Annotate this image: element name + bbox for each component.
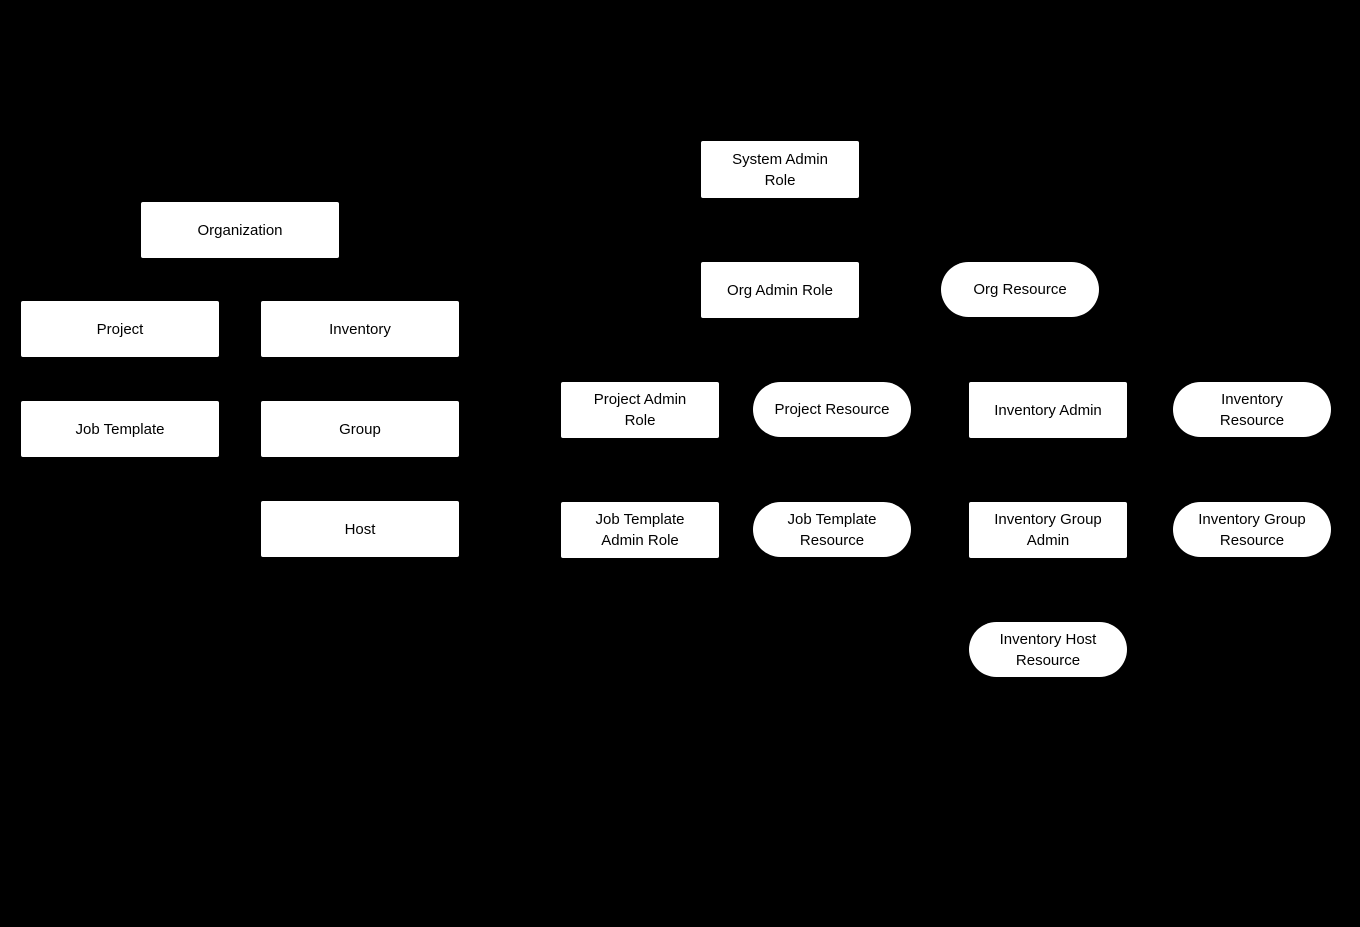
node-inventory-admin: Inventory Admin: [969, 382, 1127, 438]
node-project-resource-label: Project Resource: [774, 401, 890, 418]
node-project-admin-role-label: Project Admin Role: [593, 391, 687, 429]
node-inventory-resource: Inventory Resource: [1173, 382, 1331, 437]
node-organization-label: Organization: [197, 221, 283, 239]
node-inventory-group-resource: Inventory Group Resource: [1173, 502, 1331, 557]
node-inventory-group-admin: Inventory Group Admin: [969, 502, 1127, 558]
node-inventory-host-resource: Inventory Host Resource: [969, 622, 1127, 677]
node-project-resource: Project Resource: [753, 382, 911, 437]
node-job-template-admin-role-label: Job Template Admin Role: [595, 511, 685, 549]
node-host-label: Host: [344, 520, 376, 538]
node-inventory-admin-label: Inventory Admin: [994, 401, 1102, 419]
node-group: Group: [261, 401, 459, 457]
node-org-admin-role: Org Admin Role: [701, 262, 859, 318]
node-job-template-admin-role: Job Template Admin Role: [561, 502, 719, 558]
node-inventory-group-resource-label: Inventory Group Resource: [1198, 510, 1306, 549]
node-project-admin-role: Project Admin Role: [561, 382, 719, 438]
node-job-template-label: Job Template: [75, 420, 165, 438]
node-job-template-resource: Job Template Resource: [753, 502, 911, 557]
node-job-template-resource-label: Job Template Resource: [787, 510, 877, 549]
node-group-label: Group: [339, 420, 381, 438]
node-org-admin-role-label: Org Admin Role: [727, 281, 833, 299]
node-inventory-label: Inventory: [329, 320, 391, 338]
node-inventory-resource-label: Inventory Resource: [1219, 390, 1285, 429]
node-inventory: Inventory: [261, 301, 459, 357]
node-org-resource: Org Resource: [941, 262, 1099, 317]
node-inventory-group-admin-label: Inventory Group Admin: [994, 511, 1102, 549]
node-project-label: Project: [96, 320, 144, 338]
node-inventory-host-resource-label: Inventory Host Resource: [999, 630, 1097, 669]
node-org-resource-label: Org Resource: [973, 281, 1067, 298]
node-organization: Organization: [141, 202, 339, 258]
node-system-admin-role-label: System Admin Role: [732, 150, 828, 189]
node-host: Host: [261, 501, 459, 557]
node-project: Project: [21, 301, 219, 357]
node-system-admin-role: System Admin Role: [701, 141, 859, 198]
node-job-template: Job Template: [21, 401, 219, 457]
